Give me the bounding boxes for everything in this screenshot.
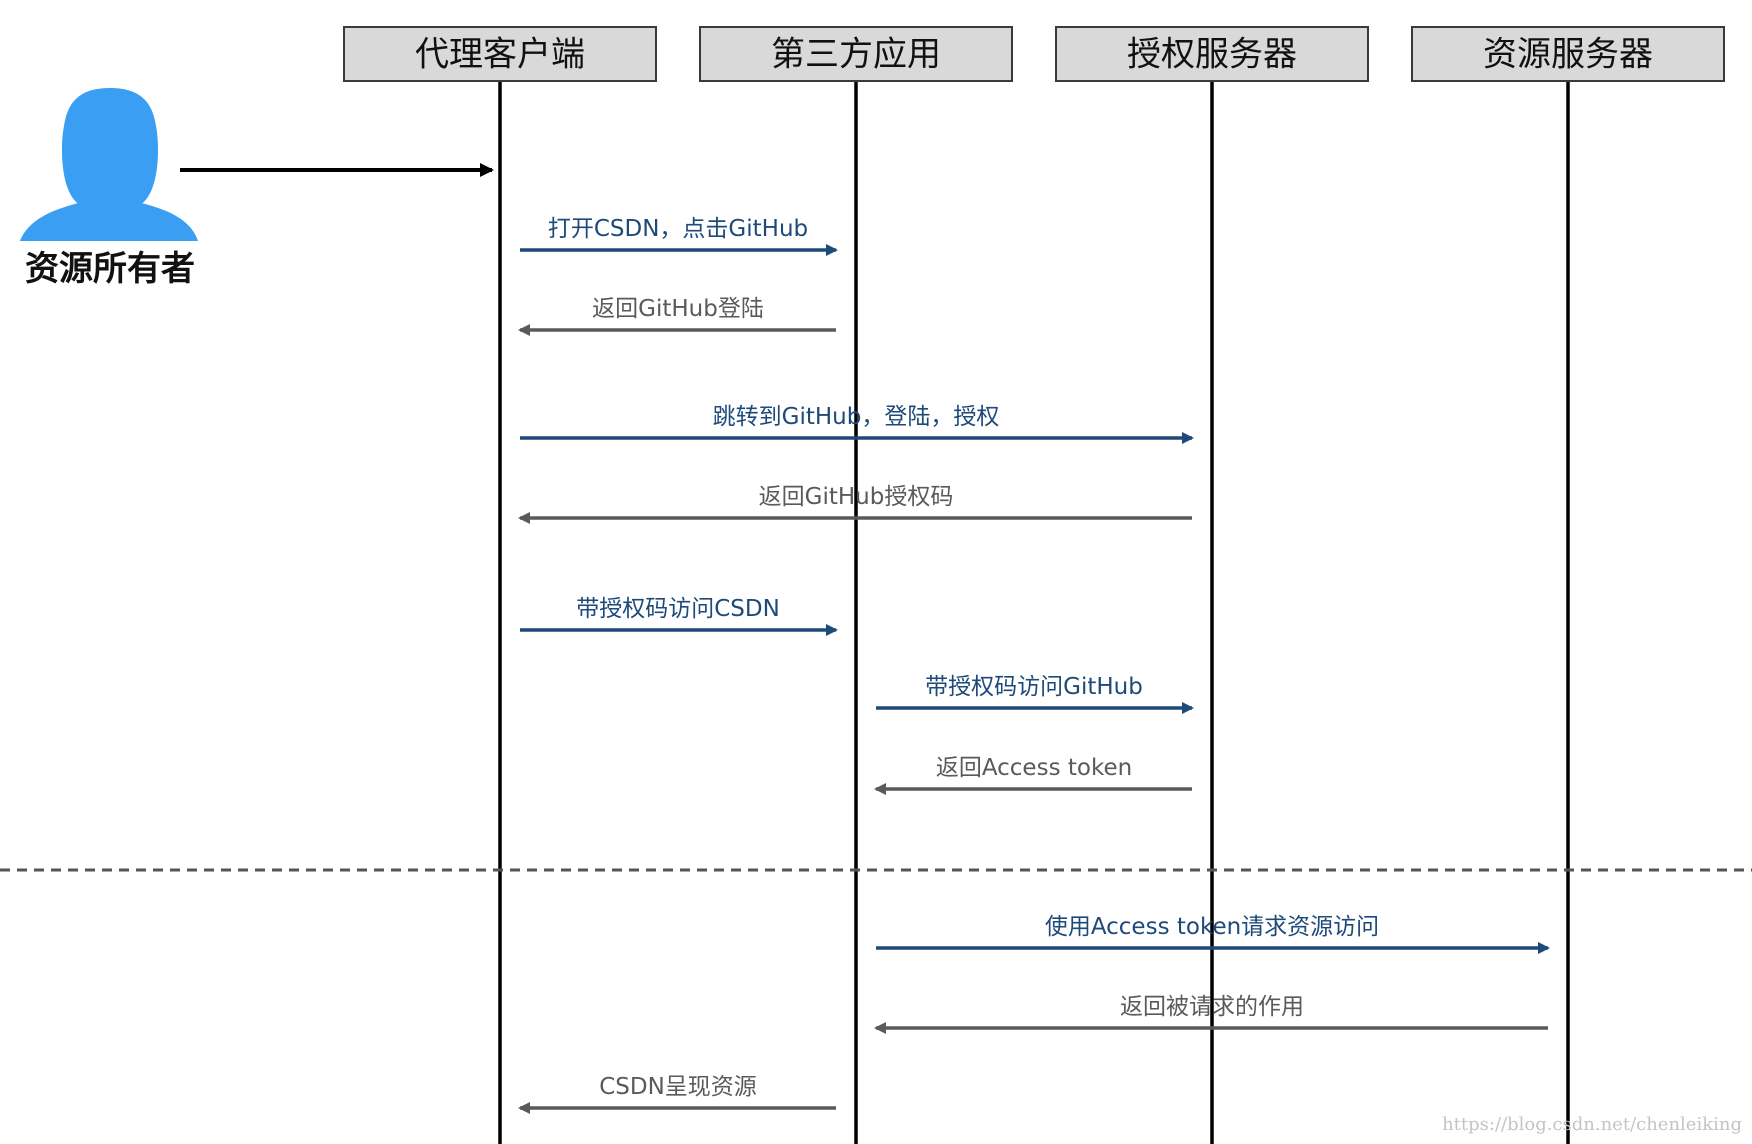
participant-box-resource-server	[1411, 26, 1725, 82]
participant-label-third-party-app: 第三方应用	[771, 35, 941, 75]
message-label-3: 跳转到GitHub，登陆，授权	[713, 404, 1000, 430]
participant-box-agent-client	[343, 26, 657, 82]
participant-label-resource-server: 资源服务器	[1483, 35, 1653, 75]
message-label-1: 打开CSDN，点击GitHub	[548, 216, 808, 242]
message-label-6: 带授权码访问GitHub	[925, 674, 1143, 700]
participant-label-agent-client: 代理客户端	[415, 35, 585, 75]
participants: 代理客户端 第三方应用 授权服务器 资源服务器	[343, 26, 1725, 1144]
message-label-5: 带授权码访问CSDN	[576, 596, 780, 622]
person-icon	[20, 88, 198, 241]
resource-owner: 资源所有者	[20, 88, 494, 289]
watermark: https://blog.csdn.net/chenleiking	[1442, 1114, 1742, 1135]
participant-box-third-party-app	[699, 26, 1013, 82]
resource-owner-label: 资源所有者	[25, 249, 195, 289]
message-label-9: 返回被请求的作用	[1120, 994, 1304, 1020]
message-label-4: 返回GitHub授权码	[759, 484, 954, 510]
message-label-8: 使用Access token请求资源访问	[1045, 914, 1379, 940]
message-label-10: CSDN呈现资源	[599, 1074, 757, 1100]
messages: 打开CSDN，点击GitHub 返回GitHub登陆跳转到GitHub，登陆，授权…	[518, 216, 1550, 1114]
message-label-7: 返回Access token	[936, 755, 1132, 781]
message-label-2: 返回GitHub登陆	[592, 296, 764, 322]
participant-label-auth-server: 授权服务器	[1127, 35, 1297, 75]
participant-box-auth-server	[1055, 26, 1369, 82]
